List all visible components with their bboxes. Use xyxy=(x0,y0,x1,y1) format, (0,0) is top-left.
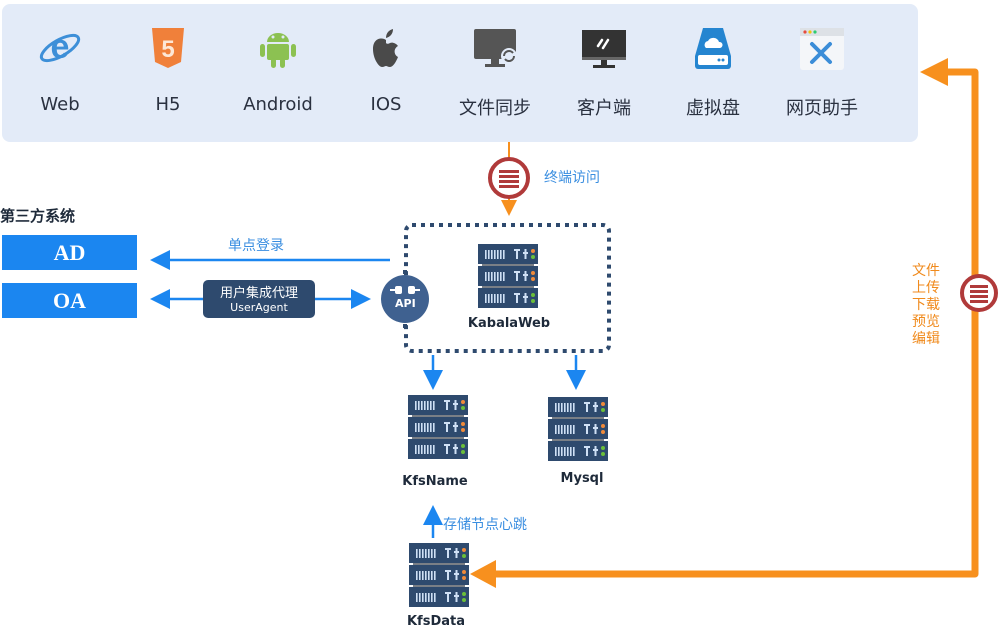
firewall-icon xyxy=(960,274,998,312)
android-icon xyxy=(254,24,302,72)
system-ad[interactable]: AD xyxy=(2,235,137,270)
client-label: 虚拟盘 xyxy=(686,98,740,119)
api-gateway[interactable] xyxy=(381,270,429,330)
client-web[interactable]: e Web xyxy=(10,24,110,115)
firewall-icon xyxy=(488,157,530,199)
svg-text:e: e xyxy=(51,28,70,66)
user-agent-subtitle: UserAgent xyxy=(230,301,288,314)
apple-icon xyxy=(362,24,410,72)
file-ops-line: 文件 xyxy=(912,263,940,279)
node-kabalaweb[interactable]: KabalaWeb xyxy=(467,316,551,331)
server-icon xyxy=(409,543,469,613)
user-agent-title: 用户集成代理 xyxy=(219,286,298,301)
client-h5[interactable]: 5 H5 xyxy=(118,24,218,115)
cloud-drive-icon xyxy=(689,24,737,72)
client-panel xyxy=(2,4,918,142)
file-ops-arrowhead-top xyxy=(920,58,948,86)
client-web-helper[interactable]: 网页助手 xyxy=(772,24,872,120)
sso-label: 单点登录 xyxy=(228,238,284,254)
client-ios[interactable]: IOS xyxy=(336,24,436,115)
client-label: Android xyxy=(243,94,313,115)
heartbeat-label: 存储节点心跳 xyxy=(443,517,527,533)
client-android[interactable]: Android xyxy=(228,24,328,115)
client-virtual-disk[interactable]: 虚拟盘 xyxy=(663,24,763,120)
file-ops-line: 上传 xyxy=(912,280,940,296)
terminal-access-label: 终端访问 xyxy=(544,170,600,186)
svg-text:5: 5 xyxy=(161,36,174,63)
web-tools-icon xyxy=(798,24,846,72)
file-ops-arrowhead-kfsdata xyxy=(470,560,496,588)
server-icon xyxy=(408,395,468,465)
html5-icon: 5 xyxy=(144,24,192,72)
client-label: 文件同步 xyxy=(459,98,531,119)
file-ops-loop xyxy=(478,68,979,578)
node-kfsdata[interactable]: KfsData xyxy=(406,614,466,629)
file-ops-line: 下载 xyxy=(912,297,940,313)
client-label: Web xyxy=(40,94,80,115)
user-agent-box[interactable]: 用户集成代理 UserAgent xyxy=(203,280,315,318)
client-label: 网页助手 xyxy=(786,98,858,119)
ie-browser-icon: e xyxy=(36,24,84,72)
plug-icon xyxy=(390,286,420,294)
node-kfsname[interactable]: KfsName xyxy=(402,474,468,489)
desktop-client-icon xyxy=(580,24,628,72)
system-oa[interactable]: OA xyxy=(2,283,137,318)
api-label: API xyxy=(395,297,416,310)
server-icon xyxy=(548,397,608,467)
file-ops-line: 预览 xyxy=(912,314,940,330)
monitor-sync-icon xyxy=(471,24,519,72)
client-label: 客户端 xyxy=(577,98,631,119)
client-file-sync[interactable]: 文件同步 xyxy=(445,24,545,120)
file-ops-line: 编辑 xyxy=(912,331,940,347)
third-party-title: 第三方系统 xyxy=(0,207,76,225)
server-icon xyxy=(478,244,538,314)
client-label: IOS xyxy=(370,94,402,115)
client-label: H5 xyxy=(155,94,181,115)
node-mysql[interactable]: Mysql xyxy=(560,471,604,486)
file-ops-label: 文件 上传 下载 预览 编辑 xyxy=(912,263,940,348)
client-desktop[interactable]: 客户端 xyxy=(554,24,654,120)
